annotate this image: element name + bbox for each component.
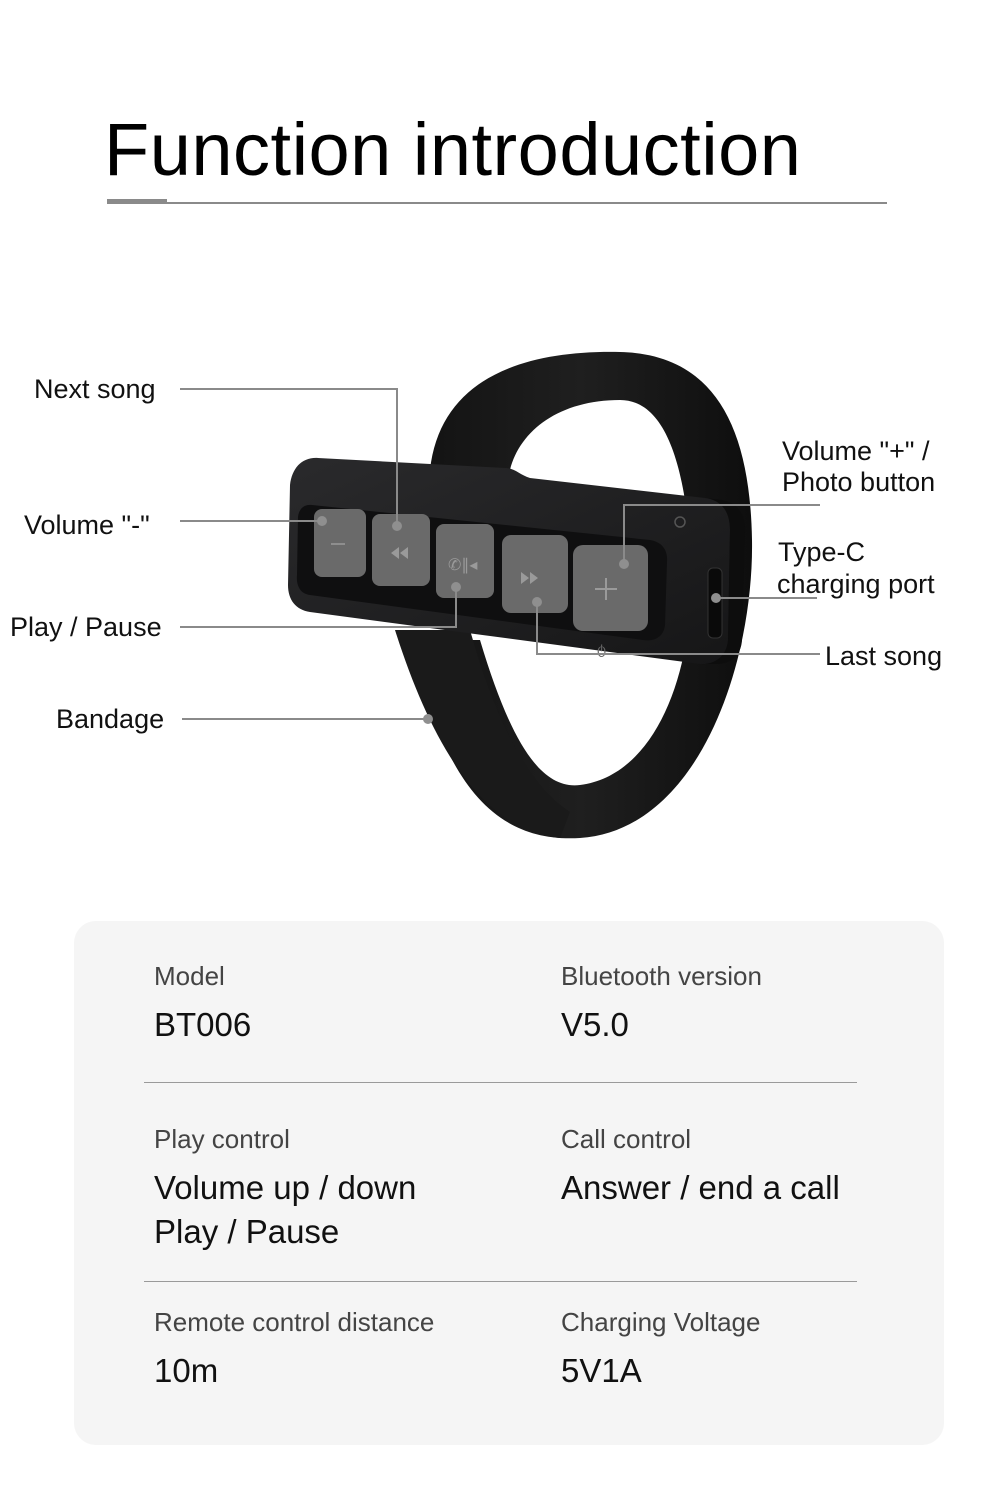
spec-key: Call control xyxy=(561,1124,692,1154)
spec-value-line: Play / Pause xyxy=(154,1213,340,1250)
svg-text:ტ: ტ xyxy=(597,642,606,658)
spec-call-control: Call control Answer / end a call xyxy=(561,1124,840,1210)
spec-value: 10m xyxy=(154,1352,219,1389)
callout-volume-up-line2: Photo button xyxy=(782,467,936,497)
spec-bluetooth-version: Bluetooth version V5.0 xyxy=(561,961,762,1047)
callout-next-song: Next song xyxy=(34,374,156,404)
button-volume-up xyxy=(573,545,648,631)
callout-volume-down: Volume "-" xyxy=(24,510,150,540)
button-volume-down xyxy=(314,509,366,577)
spec-key: Play control xyxy=(154,1124,290,1154)
callout-line-play-pause xyxy=(180,587,457,628)
spec-key: Remote control distance xyxy=(154,1307,435,1337)
button-rewind xyxy=(372,514,430,586)
callout-bandage: Bandage xyxy=(56,704,165,734)
spec-divider xyxy=(144,1281,857,1282)
phone-pause-icon: ✆∥◂ xyxy=(448,555,477,574)
spec-divider xyxy=(144,1082,857,1083)
spec-key: Charging Voltage xyxy=(561,1307,761,1337)
callout-dots xyxy=(317,516,721,724)
strap xyxy=(395,351,753,839)
callout-play-pause: Play / Pause xyxy=(10,612,162,642)
spec-value: V5.0 xyxy=(561,1006,629,1043)
spec-value-line: Answer / end a call xyxy=(561,1169,840,1206)
product-illustration: ტ ✆∥◂ xyxy=(180,351,820,839)
spec-value: 5V1A xyxy=(561,1352,642,1389)
callout-line-last-song xyxy=(536,602,820,655)
fast-forward-icon xyxy=(521,572,538,584)
plus-icon xyxy=(595,578,617,600)
spec-model: Model BT006 xyxy=(154,961,251,1047)
page-title: Function introduction xyxy=(104,108,802,191)
spec-card: Model BT006 Bluetooth version V5.0 Play … xyxy=(74,921,944,1445)
spec-charging-voltage: Charging Voltage 5V1A xyxy=(561,1307,760,1393)
spec-value: BT006 xyxy=(154,1006,252,1043)
button-call-play: ✆∥◂ xyxy=(436,524,494,598)
title-underline-accent xyxy=(107,199,167,204)
callout-line-volume-up xyxy=(623,504,820,564)
callout-type-c-line2: charging port xyxy=(777,569,935,599)
spec-value-line: Volume up / down xyxy=(154,1169,417,1206)
spec-play-control: Play control Volume up / down Play / Pau… xyxy=(154,1124,416,1254)
spec-key: Model xyxy=(154,961,225,991)
callout-line-next-song xyxy=(180,388,398,526)
spec-remote-distance: Remote control distance 10m xyxy=(154,1307,434,1393)
title-underline xyxy=(107,202,887,204)
rewind-icon xyxy=(391,547,408,559)
callout-lines xyxy=(180,388,820,720)
callout-last-song: Last song xyxy=(825,641,943,671)
callout-type-c-line1: Type-C xyxy=(778,537,866,567)
button-fast-forward xyxy=(502,535,568,613)
callout-volume-up-line1: Volume "+" / xyxy=(782,436,930,466)
spec-key: Bluetooth version xyxy=(561,961,762,991)
